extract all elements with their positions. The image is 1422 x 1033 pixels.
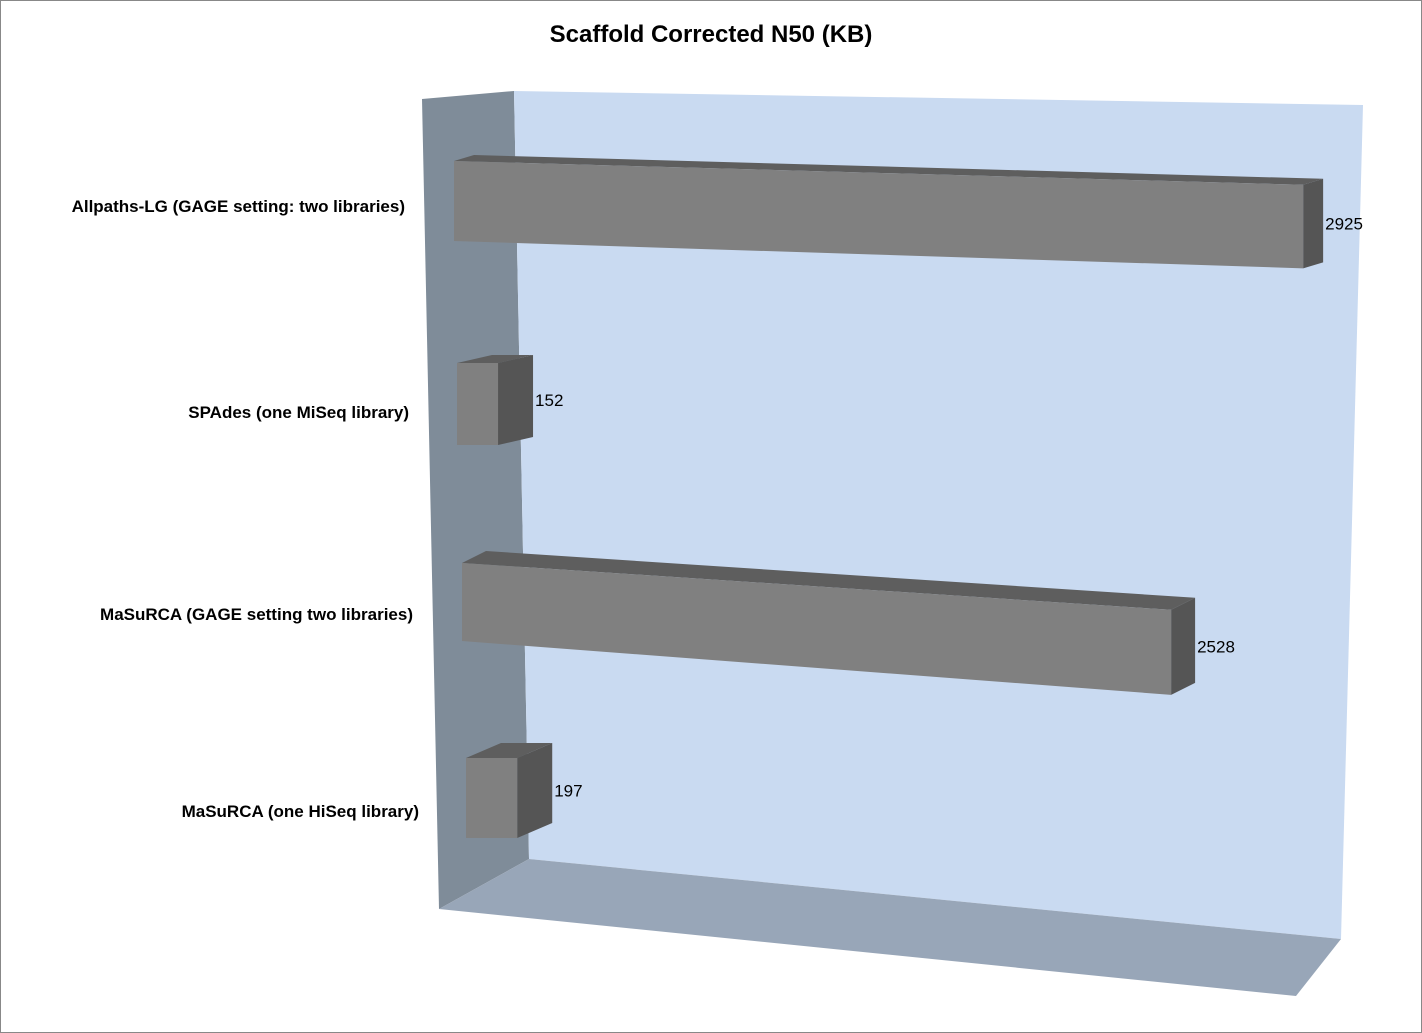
data-label: 2925 [1325,215,1363,234]
category-label: MaSuRCA (GAGE setting two libraries) [100,605,413,624]
side-wall [422,91,529,909]
data-label: 2528 [1197,637,1235,656]
data-label: 152 [535,391,563,410]
bar-top-face [466,743,553,758]
bar-top-face [462,551,1196,610]
data-label: 197 [554,782,582,801]
bar [454,161,1304,269]
category-label: Allpaths-LG (GAGE setting: two libraries… [72,197,405,216]
bar-side-face [517,743,553,838]
bar-top-face [454,155,1324,185]
back-wall [514,91,1363,939]
bar [462,563,1172,695]
chart-title: Scaffold Corrected N50 (KB) [549,21,873,48]
bar-top-face [457,355,534,363]
floor [439,859,1341,996]
category-label: MaSuRCA (one HiSeq library) [182,802,419,821]
bar [466,758,518,838]
category-label: SPAdes (one MiSeq library) [188,403,409,422]
bar-side-face [498,355,534,445]
bar-side-face [1171,597,1196,695]
bar-side-face [1303,178,1324,269]
bar [457,363,499,445]
